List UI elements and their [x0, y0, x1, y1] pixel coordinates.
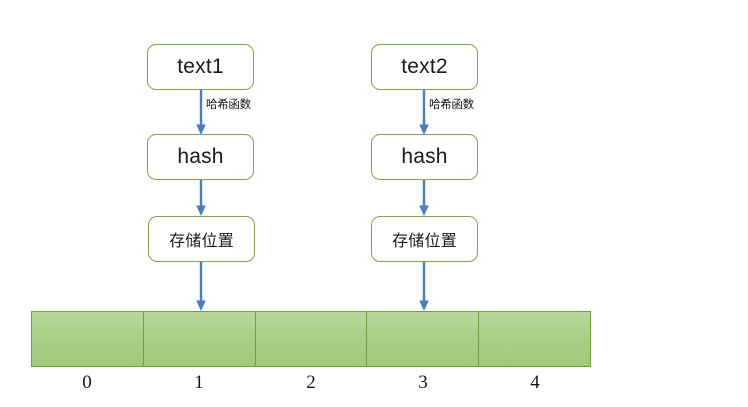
array-index-label: 0: [82, 372, 92, 393]
array-cell[interactable]: [255, 312, 368, 366]
node-storage-position-1: 存储位置: [148, 216, 255, 262]
array-cell[interactable]: [479, 312, 590, 366]
node-text1: text1: [147, 44, 254, 90]
edge-text1-to-hash: [194, 90, 208, 136]
array-index-label: 3: [418, 372, 428, 393]
edge-label-hash-function-2: 哈希函数: [429, 97, 474, 111]
edge-position-to-slot-1: [194, 262, 208, 312]
node-text2: text2: [371, 44, 478, 90]
edge-text2-to-hash: [417, 90, 431, 136]
array-cell[interactable]: [143, 312, 256, 366]
edge-label-hash-function-1: 哈希函数: [206, 97, 251, 111]
edge-hash-to-position-2: [417, 180, 431, 217]
array-cell[interactable]: [367, 312, 480, 366]
edge-position-to-slot-2: [417, 262, 431, 312]
node-storage-position-2: 存储位置: [371, 216, 478, 262]
array-index-label: 4: [530, 372, 540, 393]
array-cell[interactable]: [32, 312, 144, 366]
node-hash-1: hash: [147, 134, 254, 180]
edge-hash-to-position-1: [194, 180, 208, 217]
array-index-label: 2: [306, 372, 316, 393]
hash-table-array: [31, 311, 591, 367]
node-hash-2: hash: [371, 134, 478, 180]
array-index-label: 1: [194, 372, 204, 393]
hash-table-index-labels: 0 1 2 3 4: [31, 372, 591, 394]
